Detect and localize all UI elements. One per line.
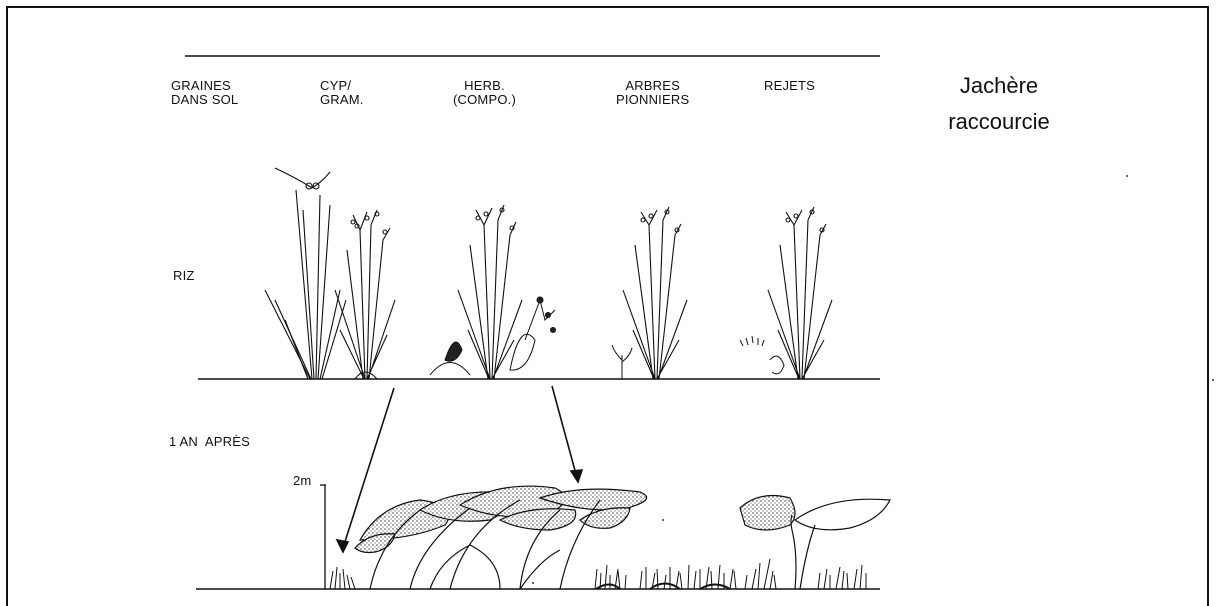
rice-plant-1	[335, 210, 395, 379]
seedling	[612, 345, 632, 379]
speck	[532, 582, 534, 584]
speck	[662, 519, 664, 521]
rice-plant-4	[768, 207, 832, 379]
scale-bar	[320, 485, 326, 589]
broadleaf-canopy	[355, 486, 647, 589]
resprout-tree	[740, 496, 890, 589]
resprout	[740, 336, 784, 374]
grass-plant	[265, 168, 346, 379]
rice-plant-3	[623, 207, 687, 379]
speck	[1126, 175, 1128, 177]
grass-tufts	[330, 559, 866, 589]
speck	[1212, 379, 1214, 381]
arrow-herb	[552, 386, 582, 482]
rice-plant-2	[458, 205, 522, 379]
